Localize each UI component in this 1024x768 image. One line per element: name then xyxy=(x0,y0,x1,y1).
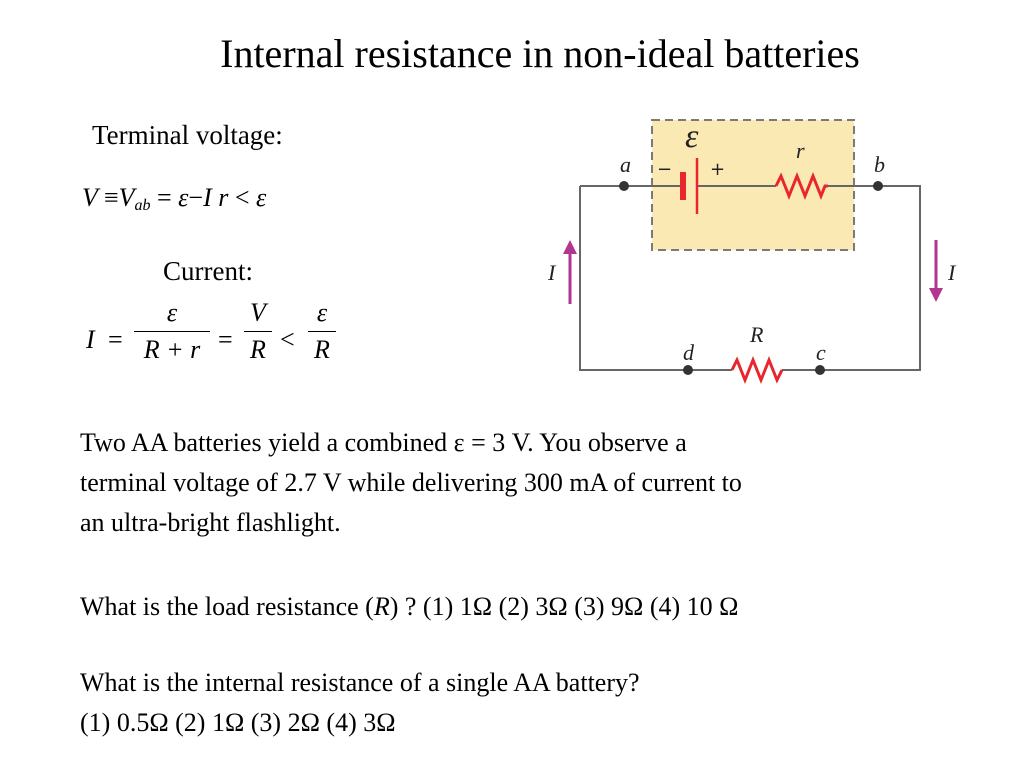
node-d-label: d xyxy=(683,340,695,365)
eq1-equiv: ≡ xyxy=(103,183,119,212)
terminal-voltage-label: Terminal voltage: xyxy=(92,120,283,150)
circuit-wires xyxy=(579,185,921,371)
problem-line-1: Two AA batteries yield a combined ε = 3 … xyxy=(80,428,687,457)
eq2-less-than: < xyxy=(280,325,295,354)
current-label: Current: xyxy=(163,256,253,286)
eq1-r: r xyxy=(218,183,229,212)
fraction-emf-over-R: ε R xyxy=(308,298,336,365)
node-b xyxy=(873,181,883,191)
current-label-left: I xyxy=(547,260,557,285)
q2-line-1: What is the internal resistance of a sin… xyxy=(80,668,640,697)
load-R-label: R xyxy=(749,322,764,347)
node-d xyxy=(683,365,693,375)
eq2-equals-1: = xyxy=(108,325,123,354)
eq1-ab-subscript: ab xyxy=(134,197,151,214)
frac3-bar xyxy=(308,331,336,332)
current-equation: I = ε R + r = V R < ε R xyxy=(80,298,380,388)
problem-line-3: an ultra-bright flashlight. xyxy=(80,508,341,537)
node-c xyxy=(815,365,825,375)
internal-r-label: r xyxy=(796,138,805,163)
load-resistor xyxy=(730,355,784,385)
emf-symbol: ε xyxy=(685,118,699,155)
frac3-numerator: ε xyxy=(316,298,328,327)
circuit-diagram: ε r a b c d R I I − + xyxy=(547,118,957,385)
eq1-I: I xyxy=(203,183,212,212)
eq1-emf-2: ε xyxy=(256,183,267,212)
node-a-label: a xyxy=(620,152,631,177)
wire-right xyxy=(820,185,921,371)
q1-prefix: What is the load resistance ( xyxy=(80,592,374,621)
internal-resistor xyxy=(774,171,828,201)
q1-R-symbol: R xyxy=(373,592,390,621)
frac2-bar xyxy=(244,331,272,332)
question-load-resistance: What is the load resistance (R) ? (1) 1Ω… xyxy=(80,587,739,627)
frac3-denominator: R xyxy=(314,335,330,364)
frac1-bar xyxy=(134,331,210,332)
node-c-label: c xyxy=(816,340,826,365)
q2-line-2: (1) 0.5Ω (2) 1Ω (3) 2Ω (4) 3Ω xyxy=(80,708,396,737)
eq1-less-than: < xyxy=(234,183,250,212)
frac2-numerator: V xyxy=(250,298,266,327)
terminal-voltage-equation: V ≡Vab = ε−I r < ε xyxy=(82,183,266,215)
battery-plus-sign: + xyxy=(710,159,725,180)
page-title: Internal resistance in non-ideal batteri… xyxy=(220,31,860,76)
problem-statement: Two AA batteries yield a combined ε = 3 … xyxy=(80,423,742,543)
node-a xyxy=(619,181,629,191)
fraction-emf-over-R-plus-r: ε R + r xyxy=(134,298,210,365)
eq1-emf: ε xyxy=(178,183,189,212)
problem-line-2: terminal voltage of 2.7 V while deliveri… xyxy=(80,468,742,497)
frac1-denominator: R + r xyxy=(143,335,201,364)
node-b-label: b xyxy=(874,152,885,177)
eq1-Vab: V xyxy=(118,183,135,212)
eq1-V: V xyxy=(82,183,98,212)
question-internal-resistance: What is the internal resistance of a sin… xyxy=(80,663,640,743)
battery-minus-sign: − xyxy=(657,159,672,180)
eq1-minus: − xyxy=(188,183,204,212)
eq2-equals-2: = xyxy=(218,325,233,354)
current-arrow-up-icon xyxy=(563,240,577,254)
frac1-numerator: ε xyxy=(166,298,178,327)
eq1-equals: = xyxy=(156,183,172,212)
current-label-right: I xyxy=(947,260,957,285)
wire-left-bottom xyxy=(579,186,688,371)
fraction-V-over-R: V R xyxy=(244,298,272,365)
eq2-I: I xyxy=(86,325,95,354)
q1-options: ) ? (1) 1Ω (2) 3Ω (3) 9Ω (4) 10 Ω xyxy=(389,592,739,621)
current-arrow-down-icon xyxy=(929,288,943,302)
frac2-denominator: R xyxy=(250,335,266,364)
